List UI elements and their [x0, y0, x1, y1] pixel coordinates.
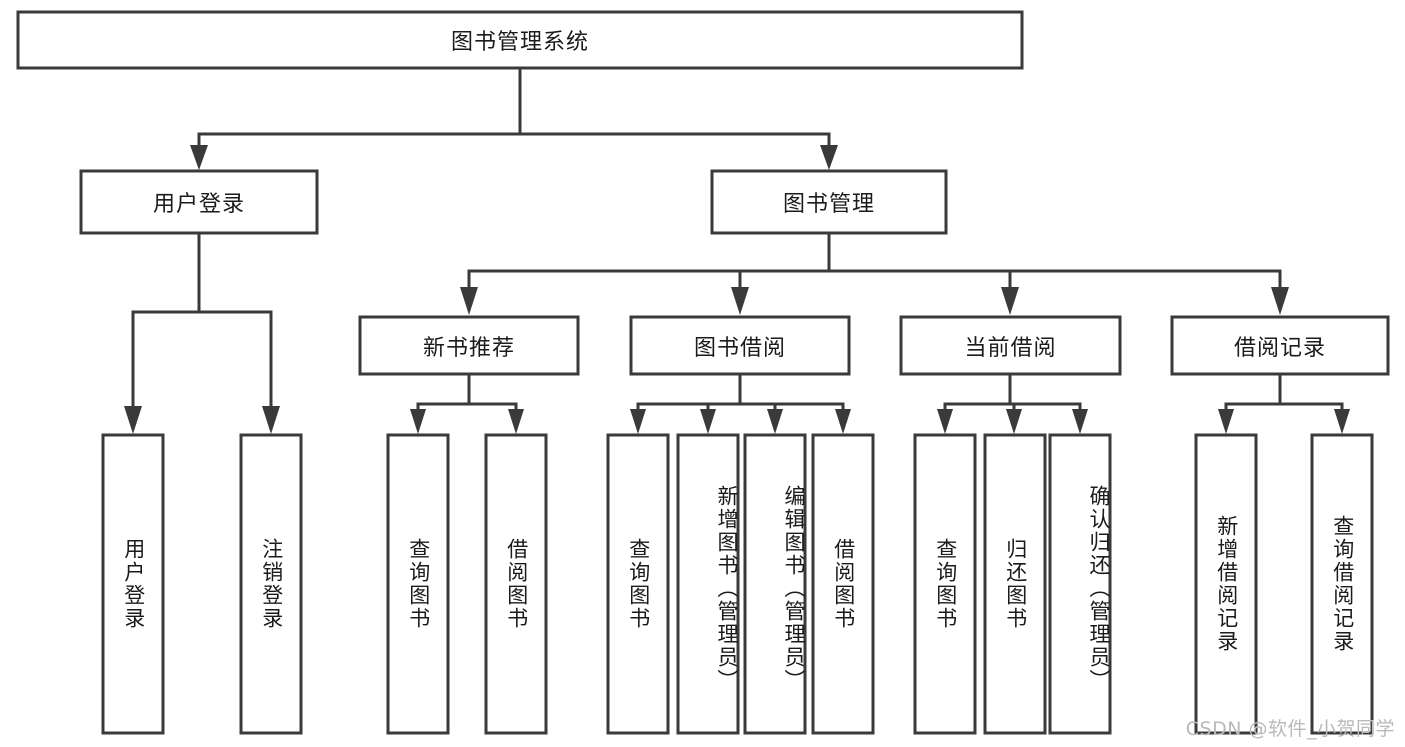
- arrow-head-current-borrow: [1001, 287, 1019, 315]
- arrow-head-leaf-borrow-book-2: [835, 409, 851, 434]
- connector-group-book-borrow: [630, 372, 851, 434]
- connector-group-borrow-record: [1218, 372, 1350, 434]
- node-box-leaf-confirm-return[interactable]: [1048, 433, 1112, 735]
- node-box-leaf-logout[interactable]: [239, 433, 303, 735]
- arrow-head-leaf-query-record: [1334, 409, 1350, 434]
- arrow-head-leaf-add-book: [700, 409, 716, 434]
- node-box-leaf-add-record[interactable]: [1194, 433, 1258, 735]
- arrow-head-book-borrow: [731, 287, 749, 315]
- node-box-leaf-return-book[interactable]: [983, 433, 1047, 735]
- connector-group-book-manage: [460, 231, 1289, 315]
- arrow-head-leaf-add-record: [1218, 409, 1234, 434]
- node-box-leaf-borrow-book-1[interactable]: [484, 433, 548, 735]
- node-box-leaf-query-record[interactable]: [1310, 433, 1374, 735]
- node-box-leaf-add-book[interactable]: [676, 433, 740, 735]
- node-box-root[interactable]: [16, 10, 1024, 70]
- node-box-new-book-recommend[interactable]: [358, 315, 580, 376]
- node-box-book-borrow[interactable]: [629, 315, 851, 376]
- arrow-head-book-manage: [820, 145, 838, 170]
- node-box-borrow-record[interactable]: [1170, 315, 1390, 376]
- arrow-head-user-login: [190, 145, 208, 170]
- arrow-head-leaf-logout: [262, 406, 280, 434]
- node-box-leaf-borrow-book-2[interactable]: [811, 433, 875, 735]
- node-box-leaf-edit-book[interactable]: [743, 433, 807, 735]
- arrow-head-leaf-edit-book: [767, 409, 783, 434]
- arrow-head-leaf-confirm-return: [1072, 409, 1088, 434]
- node-box-leaf-user-login[interactable]: [101, 433, 165, 735]
- arrow-head-leaf-query-book-2: [630, 409, 646, 434]
- connector-group-root: [190, 66, 838, 170]
- node-box-leaf-query-book-2[interactable]: [606, 433, 670, 735]
- connector-group-current-borrow: [937, 372, 1088, 434]
- node-box-book-manage[interactable]: [710, 169, 948, 235]
- arrow-head-leaf-user-login: [124, 406, 142, 434]
- arrow-head-leaf-query-book-1: [410, 409, 426, 434]
- node-box-user-login[interactable]: [79, 169, 319, 235]
- arrow-head-borrow-record: [1271, 287, 1289, 315]
- arrow-head-leaf-borrow-book-1: [508, 409, 524, 434]
- connector-group-new-book-recommend: [410, 372, 524, 434]
- connector-group-user-login: [124, 231, 280, 434]
- arrow-head-leaf-query-book-3: [937, 409, 953, 434]
- node-box-current-borrow[interactable]: [899, 315, 1122, 376]
- arrow-head-new-book-recommend: [460, 287, 478, 315]
- node-box-leaf-query-book-3[interactable]: [913, 433, 977, 735]
- node-box-leaf-query-book-1[interactable]: [386, 433, 450, 735]
- arrow-head-leaf-return-book: [1006, 409, 1022, 434]
